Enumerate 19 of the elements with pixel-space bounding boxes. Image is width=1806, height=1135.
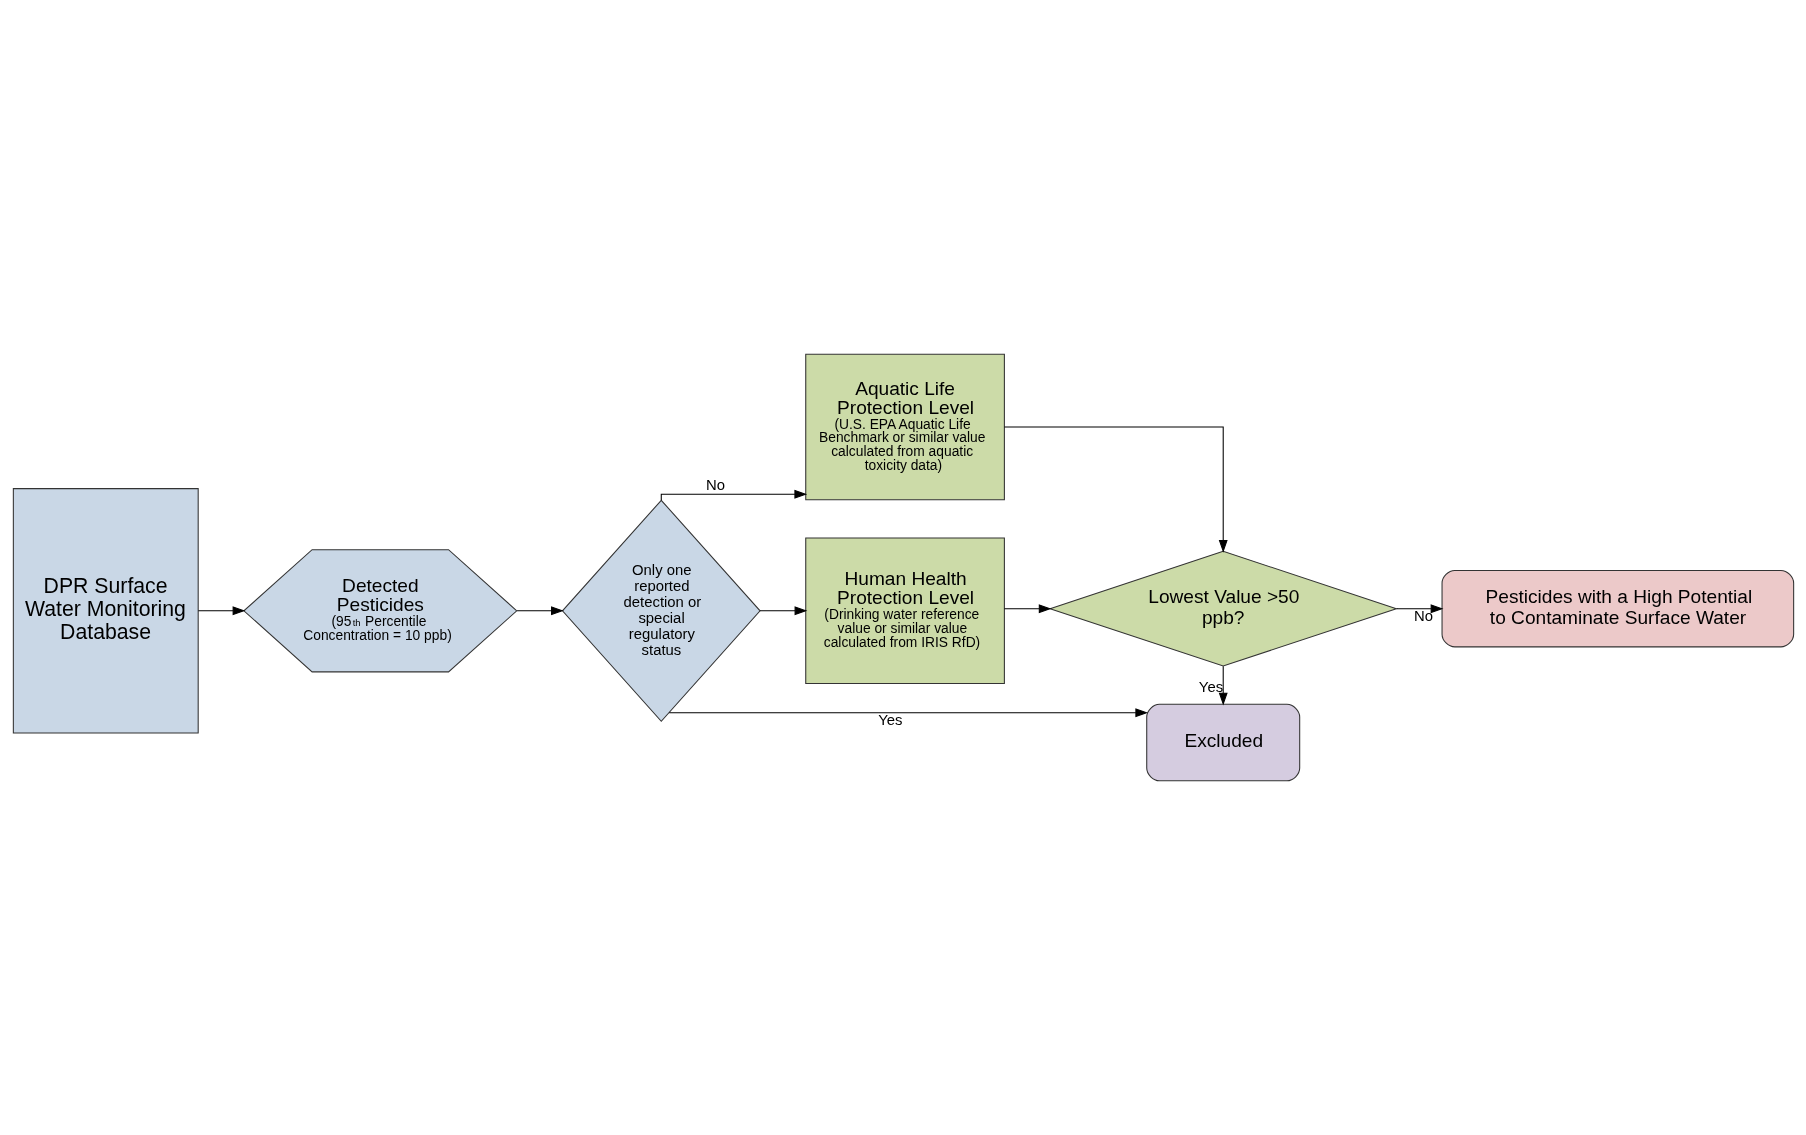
node-box: Aquatic Life Protection Level (U.S. EPA Aquatic Life Benchmark or similar value calculated from aquatic toxicity data): [804, 353, 1005, 501]
node-diamond: Only one reported detection or special regulatory status: [561, 499, 761, 723]
arrow: [1003, 604, 1052, 614]
arrow: [668, 708, 1148, 718]
edge-label: No: [705, 477, 725, 494]
edge-label: Yes: [877, 711, 902, 728]
node-box: DPR Surface Water Monitoring Database: [12, 488, 199, 734]
arrow: [1003, 426, 1228, 553]
node-box: Excluded: [1145, 703, 1300, 782]
arrow: [197, 606, 245, 616]
arrow: [759, 606, 807, 616]
arrow: [660, 489, 807, 501]
node-box: Human Health Protection Level (Drinking water reference value or similar value calculated from IRIS RfD): [804, 537, 1005, 685]
arrow: [516, 606, 564, 616]
node-box: Pesticides with a High Potential to Contaminate Surface Water: [1441, 569, 1794, 648]
edge-label: Yes: [1198, 678, 1223, 695]
arrow: [1218, 665, 1228, 706]
edge-label: No: [1413, 607, 1433, 624]
arrow: [1395, 604, 1443, 614]
